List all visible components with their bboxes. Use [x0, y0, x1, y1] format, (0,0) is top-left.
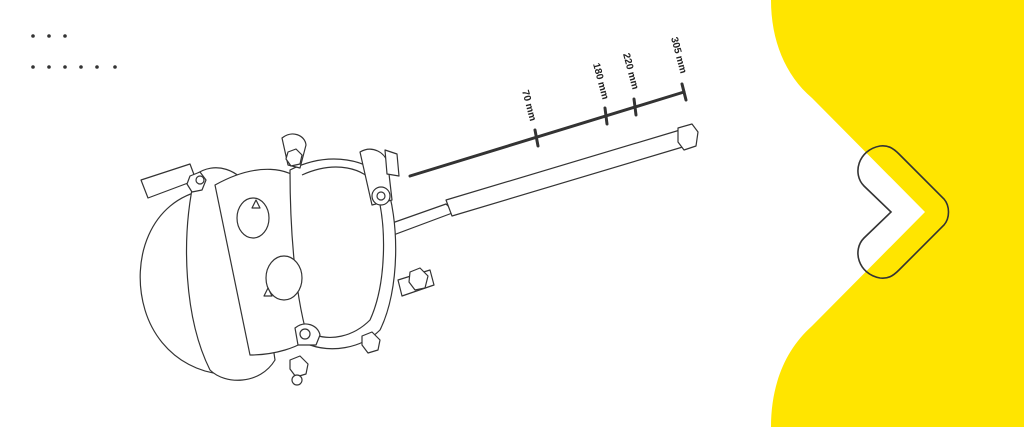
measurement-ruler — [408, 82, 688, 178]
ruler-label-220: 220 mm — [620, 52, 640, 91]
ruler-label-305: 305 mm — [668, 36, 688, 75]
ruler-label-180: 180 mm — [590, 62, 610, 101]
chevron-right-icon[interactable] — [857, 145, 950, 279]
yellow-wave-shape — [771, 0, 1024, 427]
dots-decoration — [31, 34, 117, 69]
ruler-label-70: 70 mm — [519, 89, 538, 123]
brake-chamber-drawing — [139, 123, 699, 386]
